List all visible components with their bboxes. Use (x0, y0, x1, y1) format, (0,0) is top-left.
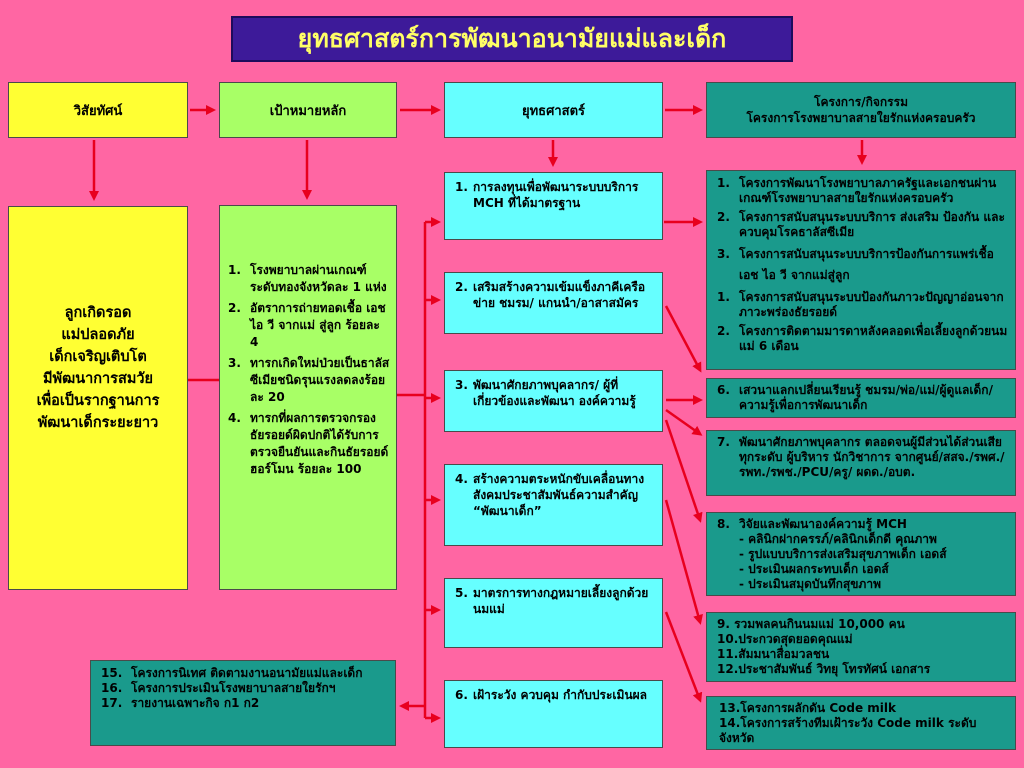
goal-item: 2.อัตราการถ่ายทอดเชื้อ เอช ไอ วี จากแม่ … (228, 301, 386, 349)
projects-box-7: 15.โครงการนิเทศ ติดตามงานอนามัยแม่และเด็… (90, 660, 396, 746)
project-item: 12.ประชาสัมพันธ์ วิทยุ โทรทัศน์ เอกสาร (717, 662, 931, 676)
project-item: 1.โครงการพัฒนาโรงพยาบาลภาครัฐและเอกชนผ่า… (717, 176, 997, 205)
header-projects-line1: โครงการ/กิจกรรม (814, 95, 908, 109)
vision-line: แม่ปลอดภัย (61, 327, 135, 343)
arrow-s2-to-p1 (664, 305, 702, 373)
projects-list-1: 1.โครงการพัฒนาโรงพยาบาลภาครัฐและเอกชนผ่า… (717, 176, 1009, 354)
project-subitem: - ประเมินสมุดบันทึกสุขภาพ (739, 577, 881, 591)
project-item: 2.โครงการติดตามมารดาหลังคลอดเพื่อเลี้ยงล… (717, 324, 1008, 353)
page-title: ยุทธศาสตร์การพัฒนาอนามัยแม่และเด็ก (231, 16, 793, 62)
strategy-box-1: 1.การลงทุนเพื่อพัฒนาระบบบริการ MCH ที่ได… (444, 172, 663, 240)
vision-line: มีพัฒนาการสมวัย (42, 371, 154, 387)
header-vision: วิสัยทัศน์ (8, 82, 188, 138)
vision-line: เพื่อเป็นรากฐานการ (36, 393, 160, 409)
project-item: 11.สัมมนาสื่อมวลชน (717, 647, 830, 661)
project-item: 3.โครงการสนับสนุนระบบบริการป้องกันการแพร… (717, 247, 994, 282)
goal-item: 1.โรงพยาบาลผ่านเกณฑ์ระดับทองจังหวัดละ 1 … (228, 263, 387, 294)
arrow-s3-to-p4 (664, 419, 703, 523)
strategy-box-5: 5.มาตรการทางกฎหมายเลี้ยงลูกด้วยนมแม่ (444, 578, 663, 648)
project-item: 8.วิจัยและพัฒนาองค์ความรู้ MCH - คลินิกฝ… (717, 517, 1009, 592)
goals-box: 1.โรงพยาบาลผ่านเกณฑ์ระดับทองจังหวัดละ 1 … (219, 205, 397, 590)
arrow-s4-to-p5 (664, 499, 703, 625)
strategy-box-4: 4.สร้างความตระหนักขับเคลื่อนทางสังคมประช… (444, 464, 663, 546)
arrow-s3-to-p3 (665, 408, 703, 436)
projects-box-3: 7.พัฒนาศักยภาพบุคลากร ตลอดจนผู้มีส่วนได้… (706, 430, 1016, 496)
projects-box-2: 6.เสวนาแลกเปลี่ยนเรียนรู้ ชมรม/พ่อ/แม่/ผ… (706, 378, 1016, 418)
header-strategy: ยุทธศาสตร์ (444, 82, 663, 138)
projects-box-1: 1.โครงการพัฒนาโรงพยาบาลภาครัฐและเอกชนผ่า… (706, 170, 1016, 370)
project-item: 15.โครงการนิเทศ ติดตามงานอนามัยแม่และเด็… (101, 666, 363, 680)
project-item: 9. รวมพลคนกินนมแม่ 10,000 คน (717, 617, 905, 631)
goal-item: 4.ทารกที่ผลการตรวจกรองธัยรอยด์ผิดปกติได้… (228, 411, 389, 476)
projects-box-4: 8.วิจัยและพัฒนาองค์ความรู้ MCH - คลินิกฝ… (706, 512, 1016, 596)
vision-line: ลูกเกิดรอด (64, 305, 132, 321)
arrow-s5-to-p6 (664, 611, 703, 703)
project-item: 13.โครงการผลักดัน Code milk (719, 701, 896, 715)
header-projects-line2: โครงการโรงพยาบาลสายใยรักแห่งครอบครัว (746, 111, 976, 125)
vision-line: เด็กเจริญเติบโต (49, 349, 147, 365)
goal-item: 3.ทารกเกิดใหม่ป่วยเป็นธาลัสซีเมียชนิดรุน… (228, 356, 390, 404)
project-subitem: - คลินิกฝากครรภ์/คลินิกเด็กดี คุณภาพ (739, 532, 937, 546)
project-subitem: - ประเมินผลกระทบเด็ก เอดส์ (739, 562, 889, 576)
project-item: 7.พัฒนาศักยภาพบุคลากร ตลอดจนผู้มีส่วนได้… (717, 435, 1005, 479)
project-item: 6.เสวนาแลกเปลี่ยนเรียนรู้ ชมรม/พ่อ/แม่/ผ… (717, 383, 993, 412)
project-subitem: - รูปแบบบริการส่งเสริมสุขภาพเด็ก เอดส์ (739, 547, 947, 561)
projects-box-6: 13.โครงการผลักดัน Code milk 14.โครงการสร… (706, 696, 1016, 750)
header-goals: เป้าหมายหลัก (219, 82, 397, 138)
goals-list: 1.โรงพยาบาลผ่านเกณฑ์ระดับทองจังหวัดละ 1 … (228, 262, 390, 478)
strategy-box-3: 3.พัฒนาศักยภาพบุคลากร/ ผู้ที่เกี่ยวข้องแ… (444, 370, 663, 432)
strategy-box-6: 6.เฝ้าระวัง ควบคุม กำกับประเมินผล (444, 680, 663, 748)
header-projects: โครงการ/กิจกรรม โครงการโรงพยาบาลสายใยรัก… (706, 82, 1016, 138)
vision-line: พัฒนาเด็กระยะยาว (37, 415, 159, 431)
project-item: 1.โครงการสนับสนุนระบบป้องกันภาวะปัญญาอ่อ… (717, 290, 1004, 319)
strategy-box-2: 2.เสริมสร้างความเข้มแข็งภาคีเครือข่าย ชม… (444, 272, 663, 334)
project-item: 14.โครงการสร้างทีมเฝ้าระวัง Code milk ระ… (719, 716, 977, 745)
project-item: 16.โครงการประเมินโรงพยาบาลสายใยรักฯ (101, 681, 336, 695)
projects-box-5: 9. รวมพลคนกินนมแม่ 10,000 คน 10.ประกวดสุ… (706, 612, 1016, 682)
vision-box: ลูกเกิดรอด แม่ปลอดภัย เด็กเจริญเติบโต มี… (8, 206, 188, 590)
project-item: 2.โครงการสนับสนุนระบบบริการ ส่งเสริม ป้อ… (717, 210, 1005, 239)
project-item: 17.รายงานเฉพาะกิจ ก1 ก2 (101, 696, 260, 710)
project-item: 10.ประกวดสุดยอดคุณแม่ (717, 632, 853, 646)
